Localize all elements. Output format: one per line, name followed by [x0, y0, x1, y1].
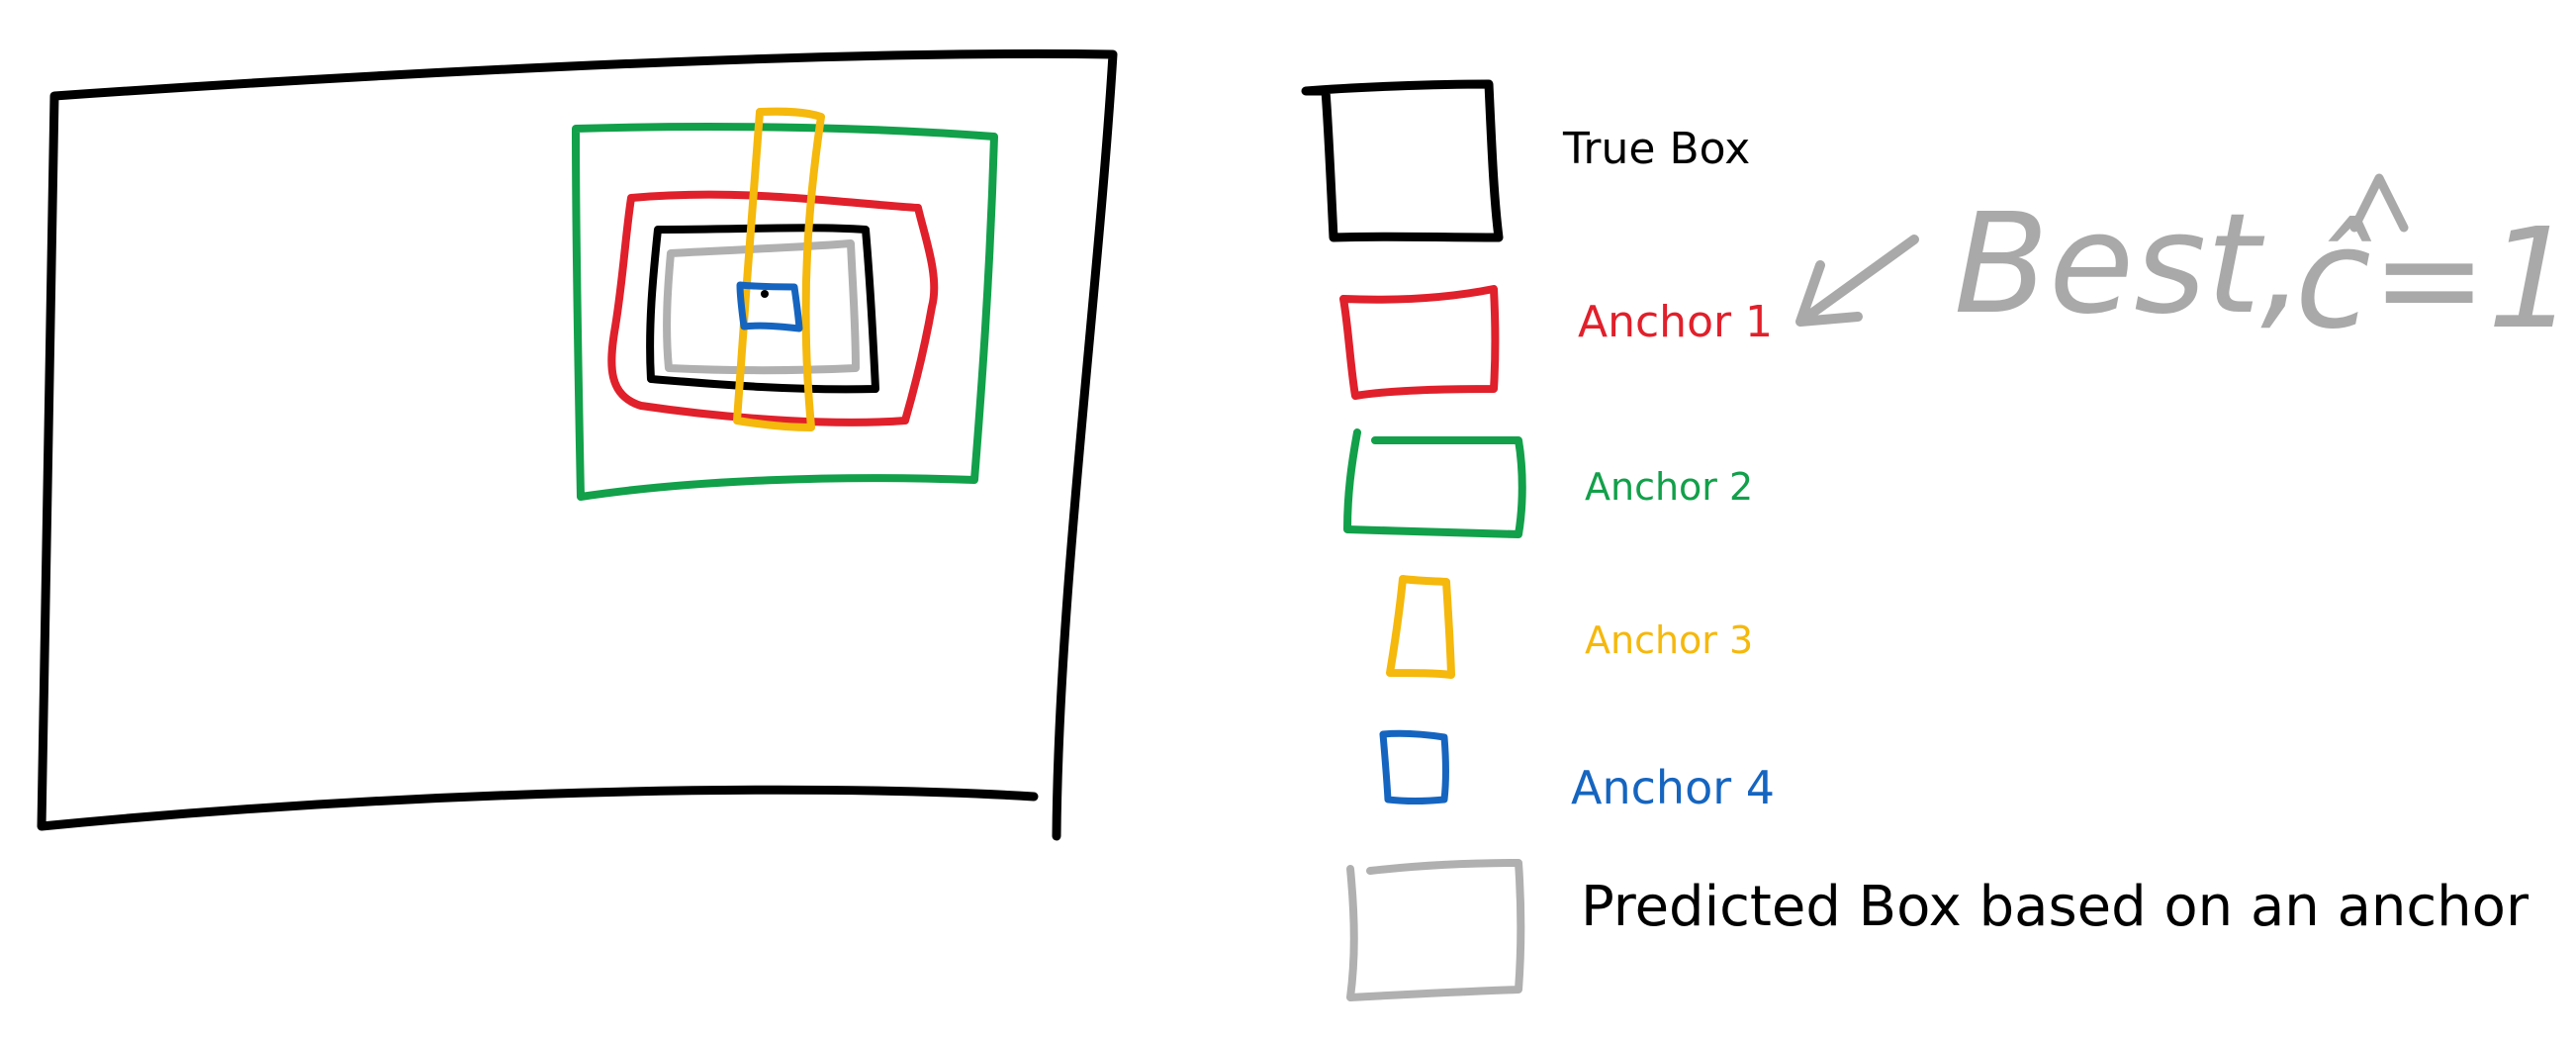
legend-anchor-4-swatch — [1379, 729, 1449, 804]
annotation-arrow-icon — [1795, 235, 1919, 327]
anchor-3-box — [733, 107, 825, 431]
legend-predicted-box-label: Predicted Box based on an anchor — [1581, 875, 2530, 939]
predicted-box-in-image — [663, 239, 860, 375]
legend-anchor-1-label: Anchor 1 — [1578, 297, 1773, 347]
legend-anchor-2-label: Anchor 2 — [1585, 465, 1753, 509]
true-box-in-image — [646, 224, 879, 394]
annotation-best-text: Best, — [1954, 184, 2305, 345]
legend-anchor-3-swatch — [1386, 575, 1455, 679]
center-dot — [761, 290, 769, 298]
anchor-2-box — [572, 123, 998, 501]
anchor-1-box — [607, 190, 939, 426]
legend-true-box-swatch — [1301, 79, 1504, 242]
legend-anchor-1-swatch — [1339, 285, 1500, 400]
annotation-c-hat-equals-text: ĉ=1 — [2295, 199, 2575, 360]
image-frame — [37, 48, 1118, 841]
legend-true-box-label: True Box — [1562, 124, 1750, 174]
hat-icon — [2349, 173, 2409, 233]
legend-predicted-box-swatch — [1346, 859, 1525, 1001]
legend-anchor-3-label: Anchor 3 — [1585, 618, 1753, 662]
anchor-4-box — [736, 281, 803, 332]
legend-anchor-4-label: Anchor 4 — [1571, 761, 1775, 814]
legend-anchor-2-swatch — [1343, 428, 1526, 538]
